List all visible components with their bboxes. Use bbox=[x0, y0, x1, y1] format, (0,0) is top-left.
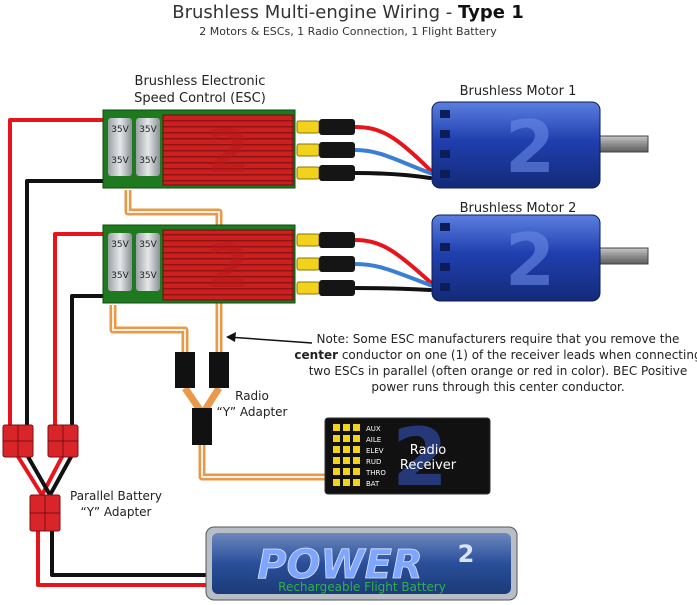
receiver-pin bbox=[343, 424, 350, 431]
note-line2: center conductor on one (1) of the recei… bbox=[294, 348, 697, 362]
receiver-channel-label: RUD bbox=[366, 458, 381, 466]
receiver-pin bbox=[333, 424, 340, 431]
esc-1: 35V 35V 35V 35V 2 bbox=[102, 109, 296, 189]
battery-y-label-line2: “Y” Adapter bbox=[81, 505, 152, 519]
receiver-channel-labels: AUX AILE ELEV RUD THRO BAT bbox=[365, 425, 386, 488]
esc-2-cap-voltage: 35V bbox=[111, 240, 129, 250]
battery-wires bbox=[8, 118, 210, 587]
motor-1-badge: 2 bbox=[505, 105, 555, 189]
receiver-channel-label: ELEV bbox=[366, 447, 384, 455]
bullet-connectors bbox=[296, 119, 355, 296]
battery-tagline: Rechargeable Flight Battery bbox=[278, 580, 446, 594]
receiver-channel-label: THRO bbox=[365, 469, 386, 477]
receiver-channel-label: AUX bbox=[366, 425, 381, 433]
esc-2-badge: 2 bbox=[207, 232, 249, 302]
receiver-pin bbox=[343, 479, 350, 486]
receiver-pin bbox=[353, 424, 360, 431]
receiver-pin bbox=[353, 468, 360, 475]
receiver-badge: 2 bbox=[392, 411, 448, 504]
note-line3: two ESCs in parallel (often orange or re… bbox=[309, 364, 688, 378]
esc-label-line1: Brushless Electronic bbox=[135, 74, 266, 89]
receiver-pin bbox=[343, 435, 350, 442]
receiver-channel-label: AILE bbox=[366, 436, 381, 444]
motor-2: 2 bbox=[431, 214, 649, 302]
note-text: Note: Some ESC manufacturers require tha… bbox=[294, 332, 697, 394]
motor-2-label: Brushless Motor 2 bbox=[460, 201, 577, 216]
esc-1-badge: 2 bbox=[207, 117, 249, 187]
battery-brand-sup: 2 bbox=[458, 540, 475, 568]
radio-y-label-line1: Radio bbox=[235, 389, 269, 403]
esc-2: 35V 35V 35V 35V 2 bbox=[102, 224, 296, 304]
title-main: Brushless Multi-engine Wiring - bbox=[172, 2, 458, 23]
battery-y-label-line1: Parallel Battery bbox=[70, 489, 162, 503]
esc-2-cap-voltage-4: 35V bbox=[139, 271, 157, 281]
esc-1-cap-voltage-2: 35V bbox=[139, 125, 157, 135]
motor-1-label: Brushless Motor 1 bbox=[460, 84, 577, 99]
motor-2-badge: 2 bbox=[505, 218, 555, 302]
receiver-pin bbox=[343, 468, 350, 475]
battery-brand: POWER bbox=[257, 542, 423, 588]
radio-receiver: 2 Radio Receiver AUX AILE ELEV RUD THRO BAT bbox=[324, 411, 491, 504]
esc-1-cap-voltage-4: 35V bbox=[139, 156, 157, 166]
esc-2-cap-voltage-2: 35V bbox=[139, 240, 157, 250]
receiver-pin bbox=[343, 457, 350, 464]
receiver-pin bbox=[353, 479, 360, 486]
note-arrow bbox=[226, 332, 313, 344]
receiver-pin bbox=[333, 435, 340, 442]
page-subtitle: 2 Motors & ESCs, 1 Radio Connection, 1 F… bbox=[199, 25, 497, 38]
radio-y-label-line2: “Y” Adapter bbox=[217, 405, 288, 419]
receiver-pin bbox=[353, 435, 360, 442]
receiver-pin bbox=[333, 446, 340, 453]
battery-connectors bbox=[2, 424, 79, 532]
receiver-pin bbox=[343, 446, 350, 453]
motor-2-wires bbox=[353, 238, 432, 292]
receiver-pin bbox=[333, 479, 340, 486]
title-emphasis: Type 1 bbox=[458, 2, 524, 23]
esc-2-cap-voltage-3: 35V bbox=[111, 271, 129, 281]
receiver-pins bbox=[333, 424, 360, 486]
esc-1-cap-voltage-3: 35V bbox=[111, 156, 129, 166]
receiver-pin bbox=[353, 446, 360, 453]
receiver-title-line2: Receiver bbox=[400, 458, 457, 473]
servo-connectors bbox=[175, 352, 229, 445]
note-line4: power runs through this center conductor… bbox=[371, 380, 624, 394]
flight-battery: POWER 2 Rechargeable Flight Battery bbox=[205, 526, 518, 601]
motor-1: 2 bbox=[431, 101, 649, 189]
motor-1-wires bbox=[353, 125, 432, 180]
receiver-pin bbox=[353, 457, 360, 464]
servo-wires bbox=[109, 190, 339, 481]
esc-1-cap-voltage: 35V bbox=[111, 125, 129, 135]
esc-label-line2: Speed Control (ESC) bbox=[134, 91, 266, 106]
receiver-pin bbox=[333, 468, 340, 475]
page-title: Brushless Multi-engine Wiring - Type 1 bbox=[172, 2, 523, 23]
receiver-channel-label: BAT bbox=[366, 480, 380, 488]
note-line1: Note: Some ESC manufacturers require tha… bbox=[317, 332, 680, 346]
receiver-pin bbox=[333, 457, 340, 464]
receiver-title-line1: Radio bbox=[410, 443, 447, 458]
